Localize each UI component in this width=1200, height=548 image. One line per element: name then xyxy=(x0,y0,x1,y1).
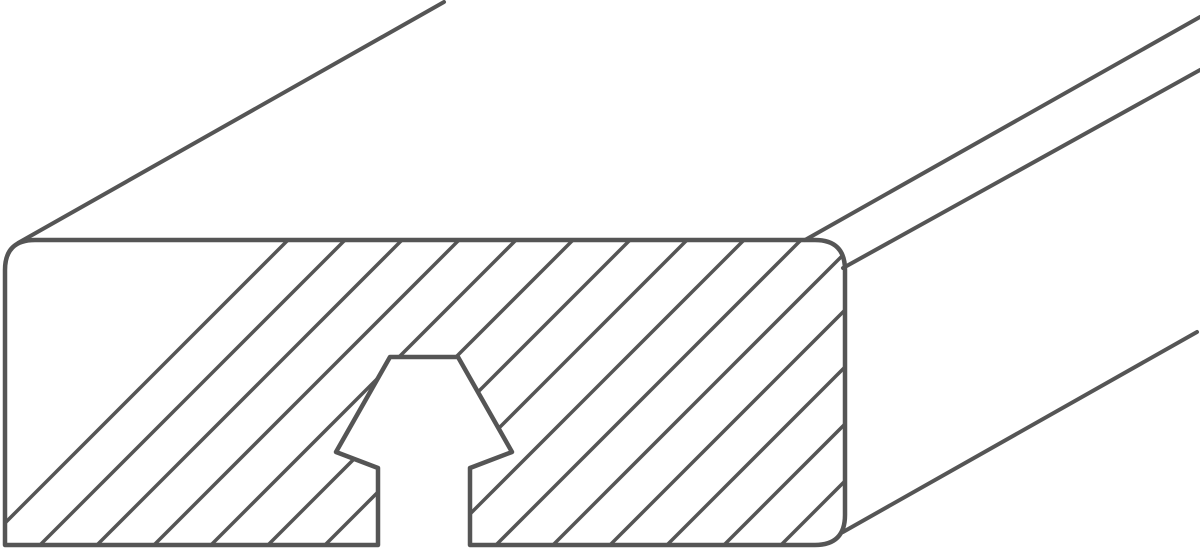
hatch-line xyxy=(377,240,689,545)
hatch-line xyxy=(1120,240,1200,548)
hatch-line xyxy=(776,240,845,545)
hatch-line xyxy=(949,240,1200,548)
hatch-line xyxy=(1006,240,1200,548)
hatch-line xyxy=(434,240,746,545)
board-depth-edges xyxy=(16,0,1200,534)
bottom-right-depth-edge xyxy=(841,330,1199,534)
hatch-line xyxy=(548,240,845,545)
hatch-line xyxy=(892,240,1200,548)
hatch-line xyxy=(1177,240,1200,548)
hatch-line xyxy=(263,240,575,545)
top-left-depth-edge xyxy=(16,0,446,245)
hatch-line xyxy=(662,240,845,545)
hatch-line xyxy=(491,240,803,545)
hatch-line xyxy=(149,240,461,545)
top-right-depth-edge xyxy=(803,15,1200,242)
hatch-line xyxy=(35,240,347,545)
hatch-line xyxy=(719,240,845,545)
cross-section-outline xyxy=(2,237,848,548)
section-hatching xyxy=(5,240,1200,548)
hatch-line xyxy=(833,240,845,545)
side-upper-depth-edge xyxy=(841,68,1200,270)
hatch-line xyxy=(92,240,404,545)
hatch-line xyxy=(5,240,290,545)
hatch-line xyxy=(605,240,845,545)
hatch-line xyxy=(206,240,518,545)
